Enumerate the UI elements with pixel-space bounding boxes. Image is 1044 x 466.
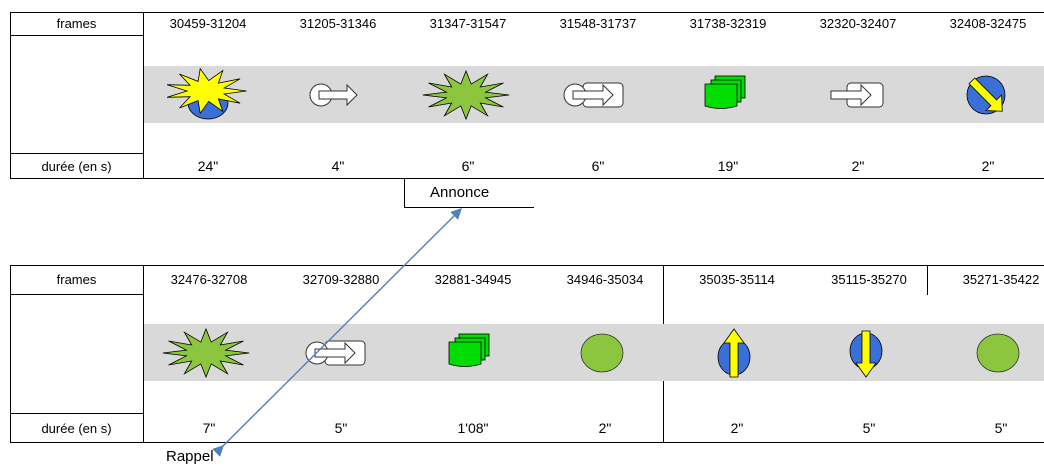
circle-arrow-icon [273, 67, 399, 123]
blue-disc-down-arrow-icon [803, 325, 929, 381]
blue-disc-up-arrow-icon [671, 325, 797, 381]
table1-duree-label: durée (en s) [41, 158, 112, 174]
table2-frames-cell: 32476-32708 [170, 272, 248, 287]
table2-left-border [10, 265, 11, 443]
table1-label-divider [143, 12, 144, 179]
green-stack-icon [407, 325, 533, 381]
table2-col-divider-b [663, 381, 664, 443]
table1-duree-cell: 2" [851, 158, 865, 174]
table2-frames-cell: 35115-35270 [831, 272, 907, 287]
table1-duree-cell: 24" [197, 158, 219, 174]
table1-duree-cell: 19" [717, 158, 739, 174]
table1-frames-cell: 31347-31547 [429, 16, 507, 31]
table2-duree-cell: 5" [862, 420, 876, 436]
table2-duree-cell: 7" [202, 420, 216, 436]
green-burst-icon [143, 325, 269, 381]
table2-duree-cell: 5" [334, 420, 348, 436]
green-disc-icon [935, 325, 1044, 381]
table2-frames-cell: 32709-32880 [302, 272, 380, 287]
table1-frames-cell: 32320-32407 [819, 16, 897, 31]
rappel-label: Rappel [166, 448, 214, 465]
yellow-burst-blue-disc-icon [143, 67, 269, 123]
table2-frames-cell: 35271-35422 [962, 272, 1040, 287]
table1-left-border [10, 12, 11, 179]
table2-col-divider-a [663, 265, 664, 324]
table1-top-line [10, 12, 1044, 13]
green-burst-icon [403, 67, 529, 123]
table2-header-line [10, 294, 143, 295]
table1-frames-cell: 31738-32319 [689, 16, 767, 31]
table1-duree-cell: 2" [981, 158, 995, 174]
table2-frames-cell: 34946-35034 [566, 272, 644, 287]
arrow-box-icon [793, 67, 919, 123]
table1-duree-cell: 6" [591, 158, 605, 174]
table1-frames-label: frames [56, 16, 97, 31]
table1-frames-cell: 32408-32475 [949, 16, 1027, 31]
table2-duree-cell: 2" [598, 420, 612, 436]
table1-duree-cell: 6" [461, 158, 475, 174]
table2-bottom-line [10, 442, 1044, 443]
table2-label-divider [143, 265, 144, 443]
table2-duree-cell: 1'08" [457, 420, 489, 436]
table1-bottom-line [10, 178, 1044, 179]
circle-arrow-box-icon [275, 325, 401, 381]
table2-duree-cell: 2" [730, 420, 744, 436]
table2-top-line [10, 265, 1044, 266]
table2-frames-label: frames [56, 272, 97, 287]
table1-frames-cell: 31205-31346 [299, 16, 377, 31]
table2-duree-top-line [10, 413, 143, 414]
table2-col-divider-c [927, 265, 928, 295]
green-disc-icon [539, 325, 665, 381]
table1-header-line [10, 35, 143, 36]
annonce-box [404, 178, 534, 208]
table1-duree-top-line [10, 153, 143, 154]
table2-duree-cell: 5" [994, 420, 1008, 436]
green-stack-icon [663, 67, 789, 123]
circle-arrow-box-icon [533, 67, 659, 123]
table1-duree-cell: 4" [331, 158, 345, 174]
blue-disc-diagonal-arrow-icon [923, 67, 1044, 123]
table2-frames-cell: 35035-35114 [699, 272, 775, 287]
annonce-label: Annonce [430, 184, 490, 201]
table1-frames-cell: 30459-31204 [169, 16, 247, 31]
table2-frames-cell: 32881-34945 [434, 272, 512, 287]
table2-duree-label: durée (en s) [41, 420, 112, 436]
table1-frames-cell: 31548-31737 [559, 16, 637, 31]
